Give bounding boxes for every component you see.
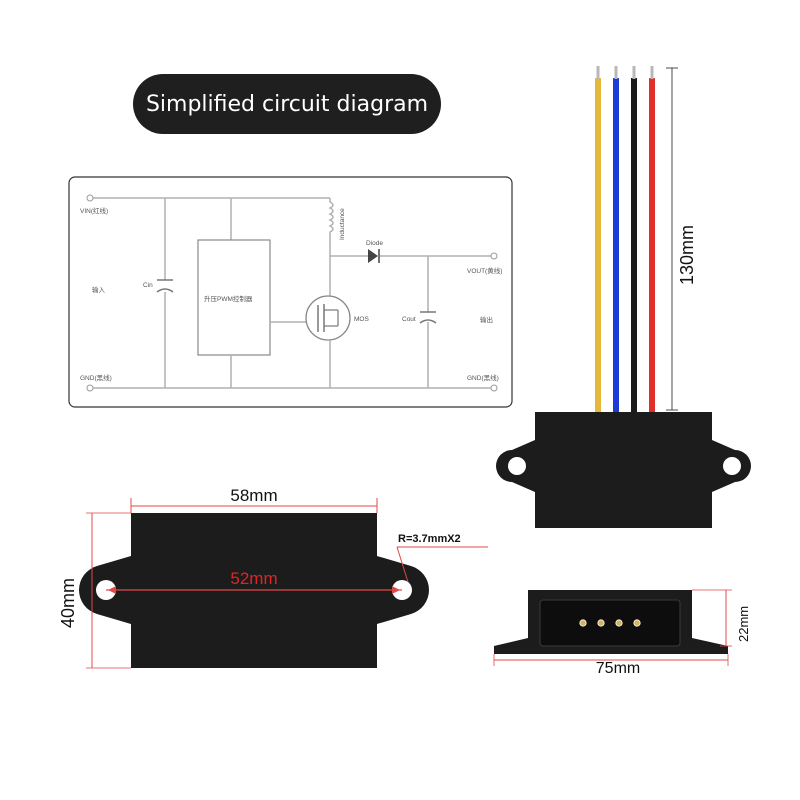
cin-capacitor-plate-curved xyxy=(156,288,174,293)
output-label: 输出 xyxy=(480,315,493,324)
total-length-label: 75mm xyxy=(596,660,640,677)
width-outer-label: 58mm xyxy=(230,486,277,505)
hole-spacing-label: 52mm xyxy=(230,569,277,588)
title-banner: Simplified circuit diagram xyxy=(133,74,441,134)
wire-blue xyxy=(613,78,619,414)
inductor-coil xyxy=(328,198,334,256)
pwm-label: 升压PWM控制器 xyxy=(204,294,253,303)
mount-hole-left xyxy=(508,457,526,475)
wire-bundle xyxy=(595,66,655,414)
vin-terminal xyxy=(86,194,94,202)
module-with-wires: 130mm xyxy=(496,66,751,528)
wire-red xyxy=(649,78,655,414)
height-label: 40mm xyxy=(58,578,78,628)
wire-black xyxy=(631,78,637,414)
vin-label: VIN(红线) xyxy=(80,206,108,215)
mos-label: MOS xyxy=(354,316,369,323)
input-label: 输入 xyxy=(92,285,106,294)
connector-pins xyxy=(579,619,641,627)
connector-pin xyxy=(579,619,587,627)
gnd-right-terminal xyxy=(490,384,498,392)
wire-length-label: 130mm xyxy=(677,225,697,285)
wire-tip xyxy=(596,66,600,79)
depth-label: 22mm xyxy=(736,606,751,642)
inductance-label: Inductance xyxy=(339,208,346,240)
module-front-view: 22mm 75mm xyxy=(493,589,751,677)
gnd-left-terminal xyxy=(86,384,94,392)
cin-label: Cin xyxy=(143,282,153,289)
vout-terminal xyxy=(490,252,498,260)
mount-hole-right xyxy=(723,457,741,475)
cout-label: Cout xyxy=(402,316,416,323)
diode-label: Diode xyxy=(366,240,383,247)
mos-transistor xyxy=(305,295,351,341)
radius-label: R=3.7mmX2 xyxy=(398,533,461,545)
connector-pin xyxy=(597,619,605,627)
title-text: Simplified circuit diagram xyxy=(145,91,429,117)
gnd-right-label: GND(黑线) xyxy=(467,373,499,382)
gnd-left-label: GND(黑线) xyxy=(80,373,112,382)
wire-tip xyxy=(632,66,636,79)
connector-recess xyxy=(539,599,681,647)
pwm-controller-box xyxy=(197,239,271,356)
module-top-view: 58mm 52mm 40mm R=3.7mmX2 xyxy=(58,486,488,669)
diode-symbol xyxy=(368,249,378,263)
wire-tip xyxy=(650,66,654,79)
module-body-3d xyxy=(496,412,751,528)
schematic: VIN(红线) 输入 GND(黑线) Cin 升压PWM控制器 Inductan… xyxy=(68,176,513,408)
schematic-frame xyxy=(68,176,513,408)
connector-pin xyxy=(633,619,641,627)
connector-pin xyxy=(615,619,623,627)
wire-yellow xyxy=(595,78,601,414)
wire-tip xyxy=(614,66,618,79)
vout-label: VOUT(黄线) xyxy=(467,266,502,275)
